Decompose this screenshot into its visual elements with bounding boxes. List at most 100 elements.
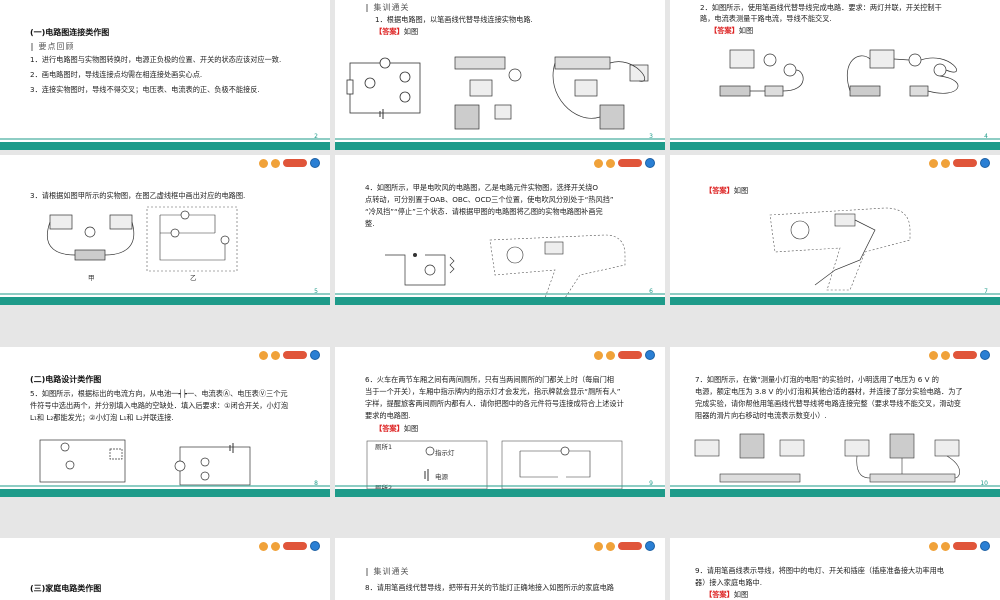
page-number: 2 <box>314 133 318 140</box>
label-toilet1: 厕所1 <box>375 443 393 451</box>
list-item: 3．连接实物图时，导线不得交叉；电压表、电流表的正、负极不能接反. <box>30 85 260 94</box>
question-text: 1．根据电路图，以笔画线代替导线连接实物电路. <box>375 15 533 24</box>
slide-2[interactable]: 集训通关 1．根据电路图，以笔画线代替导线连接实物电路. 【答案】如图 <box>335 0 665 150</box>
prev-icon[interactable] <box>594 541 603 551</box>
nav-controls[interactable] <box>594 541 655 551</box>
next-icon[interactable] <box>271 350 280 360</box>
section-keyword: 集训通关 <box>365 566 410 577</box>
home-button[interactable] <box>953 351 977 359</box>
section-title: (二)电路设计类作图 <box>30 375 102 384</box>
home-button[interactable] <box>618 159 642 167</box>
globe-icon[interactable] <box>980 158 990 168</box>
home-button[interactable] <box>283 542 307 550</box>
prev-icon[interactable] <box>929 350 938 360</box>
nav-controls[interactable] <box>929 158 990 168</box>
question-text: 要求的电路图. <box>365 411 411 420</box>
home-button[interactable] <box>953 542 977 550</box>
slide-toolbar <box>335 347 665 364</box>
page-number: 8 <box>314 480 318 487</box>
page-number: 10 <box>980 480 988 487</box>
question-text: 点转动，可分别置于OAB、OBC、OCD三个位置，使电吹风分别处于“热风挡” <box>365 195 614 204</box>
home-button[interactable] <box>953 159 977 167</box>
slide-10[interactable]: (三)家庭电路类作图 <box>0 538 330 600</box>
next-icon[interactable] <box>941 350 950 360</box>
slide-6[interactable]: 【答案】如图 7 <box>670 155 1000 305</box>
answer-box <box>146 206 238 272</box>
nav-controls[interactable] <box>259 350 320 360</box>
physical-circuit <box>47 214 135 261</box>
section-keyword: 集训通关 <box>365 2 410 13</box>
nav-controls[interactable] <box>259 158 320 168</box>
page-number: 6 <box>649 288 653 295</box>
question-text: 7．如图所示，在做“测量小灯泡的电阻”的实验时，小明选用了电压为 6 V 的 <box>695 375 939 384</box>
circuit-diagram-blank <box>39 439 126 483</box>
answer-text: 如图 <box>733 590 749 599</box>
slide-7[interactable]: (二)电路设计类作图 5．如图所示，根据标出的电流方向，从电池一┥┝一、电流表Ⓐ… <box>0 347 330 497</box>
home-button[interactable] <box>618 351 642 359</box>
question-text: 器）接入家庭电路中. <box>695 578 762 587</box>
question-text: 件符号中选出两个，并分别填入电路的空缺处．填入后要求：①闭合开关，小灯泡 <box>30 401 289 410</box>
slide-12[interactable]: 9．请用笔画线表示导线，将图中的电灯、开关和插座（插座准备接大功率用电 器）接入… <box>670 538 1000 600</box>
next-icon[interactable] <box>606 350 615 360</box>
slide-toolbar <box>670 538 1000 555</box>
slide-3[interactable]: 2．如图所示，使用笔画线代替导线完成电路．要求：两灯并联，开关控制干 路，电流表… <box>670 0 1000 150</box>
question-text: 整. <box>365 219 375 228</box>
globe-icon[interactable] <box>310 350 320 360</box>
prev-icon[interactable] <box>929 541 938 551</box>
home-button[interactable] <box>618 542 642 550</box>
question-text: 9．请用笔画线表示导线，将图中的电灯、开关和插座（插座准备接大功率用电 <box>695 566 944 575</box>
globe-icon[interactable] <box>310 541 320 551</box>
home-button[interactable] <box>283 351 307 359</box>
slide-5[interactable]: 4．如图所示，甲是电吹风的电路图，乙是电路元件实物图，选择开关绕O 点转动，可分… <box>335 155 665 305</box>
home-button[interactable] <box>283 159 307 167</box>
label-indicator: 指示灯 <box>435 449 455 457</box>
next-icon[interactable] <box>271 158 280 168</box>
next-icon[interactable] <box>606 158 615 168</box>
footer-bar <box>0 293 330 305</box>
nav-controls[interactable] <box>594 350 655 360</box>
prev-icon[interactable] <box>259 541 268 551</box>
globe-icon[interactable] <box>645 158 655 168</box>
footer-bar <box>335 485 665 497</box>
next-icon[interactable] <box>271 541 280 551</box>
answer-text: 如图 <box>403 424 419 433</box>
label-power: 电源 <box>435 473 448 481</box>
nav-controls[interactable] <box>929 541 990 551</box>
nav-controls[interactable] <box>594 158 655 168</box>
prev-icon[interactable] <box>594 158 603 168</box>
slide-4[interactable]: 3．请根据如图甲所示的实物图，在图乙虚线框中画出对应的电路图. 甲 乙 5 <box>0 155 330 305</box>
list-item: 2．画电路图时，导线连接点均需在相连接处画实心点. <box>30 70 203 79</box>
question-text: 4．如图所示，甲是电吹风的电路图，乙是电路元件实物图，选择开关绕O <box>365 183 599 192</box>
answer-label: 【答案】 <box>705 590 734 599</box>
globe-icon[interactable] <box>980 350 990 360</box>
page-number: 3 <box>649 133 653 140</box>
globe-icon[interactable] <box>310 158 320 168</box>
prev-icon[interactable] <box>259 158 268 168</box>
nav-controls[interactable] <box>929 350 990 360</box>
prev-icon[interactable] <box>929 158 938 168</box>
globe-icon[interactable] <box>980 541 990 551</box>
slide-1[interactable]: (一)电路图连接类作图 要点回顾 1．进行电路图与实物图转换时，电源正负极的位置… <box>0 0 330 150</box>
prev-icon[interactable] <box>594 350 603 360</box>
question-text: 完成实验，请你帮他用笔画线代替导线将电路连接完整（要求导线不能交叉，滑动变 <box>695 399 961 408</box>
prev-icon[interactable] <box>259 350 268 360</box>
answer-line: 【答案】如图 <box>375 26 418 37</box>
slide-11[interactable]: 集训通关 8．请用笔画线代替导线，把带有开关的节能灯正确地接入如图所示的家庭电路 <box>335 538 665 600</box>
footer-bar <box>0 138 330 150</box>
physical-circuit-b <box>846 49 959 97</box>
slide-9[interactable]: 7．如图所示，在做“测量小灯泡的电阻”的实验时，小明选用了电压为 6 V 的 电… <box>670 347 1000 497</box>
globe-icon[interactable] <box>645 541 655 551</box>
question-text: 当于一个开关），车厢中指示牌内的指示灯才会发光，指示牌就会显示“厕所有人” <box>365 387 621 396</box>
answer-label: 【答案】 <box>375 424 404 433</box>
next-icon[interactable] <box>941 541 950 551</box>
next-icon[interactable] <box>941 158 950 168</box>
hairdryer-physical <box>489 234 626 299</box>
caption-a: 甲 <box>88 274 95 282</box>
lab-setup-answer <box>844 433 960 483</box>
slide-8[interactable]: 6．火车在两节车厢之间有两间厕所，只有当两间厕所的门都关上时（每扇门相 当于一个… <box>335 347 665 497</box>
next-icon[interactable] <box>606 541 615 551</box>
answer-label: 【答案】 <box>375 27 404 36</box>
globe-icon[interactable] <box>645 350 655 360</box>
nav-controls[interactable] <box>259 541 320 551</box>
